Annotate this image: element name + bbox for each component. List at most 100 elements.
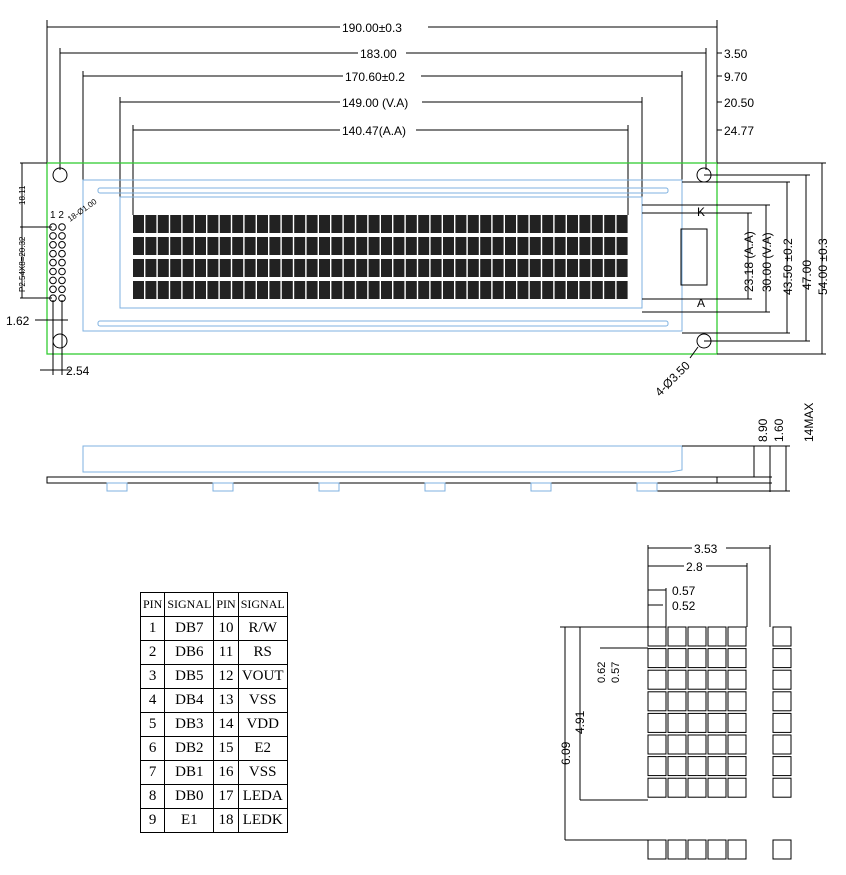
lcd-character (467, 259, 479, 277)
lcd-character (529, 215, 541, 233)
table-cell: 4 (139, 688, 166, 713)
lcd-character (145, 259, 157, 277)
lcd-character (294, 237, 306, 255)
pin-header (49, 223, 66, 303)
lcd-character (517, 281, 529, 299)
table-cell: 17 (213, 784, 239, 809)
lcd-character (244, 237, 256, 255)
pixel-dot (772, 734, 792, 755)
lcd-character (579, 215, 591, 233)
lcd-character (356, 215, 368, 233)
lcd-character (517, 259, 529, 277)
lcd-character (182, 237, 194, 255)
pixel-dot (707, 734, 727, 755)
lcd-character (492, 237, 504, 255)
lcd-character (393, 259, 405, 277)
pixel-dot (687, 712, 707, 733)
offset-9-70: 9.70 (724, 70, 748, 84)
pixel-dot (687, 691, 707, 712)
lcd-character (505, 259, 516, 277)
dim-2-54: 2.54 (66, 364, 90, 378)
lcd-character (244, 259, 256, 277)
lcd-character (269, 237, 281, 255)
header-signal: SIGNAL (164, 592, 215, 617)
pin-hole (49, 232, 57, 240)
pixel-dot (707, 756, 727, 777)
lcd-character (343, 281, 355, 299)
offset-20-50: 20.50 (724, 96, 754, 110)
lcd-character (579, 281, 591, 299)
lcd-character (182, 281, 194, 299)
holes-label: 18-Ø1.00 (66, 197, 99, 224)
lcd-character (480, 215, 492, 233)
lcd-character (591, 215, 603, 233)
table-cell: DB4 (164, 688, 215, 713)
table-cell: DB3 (164, 712, 215, 737)
pin-hole (49, 249, 57, 258)
table-cell: 16 (213, 760, 239, 785)
table-cell: LEDA (237, 784, 288, 809)
table-cell: VDD (237, 712, 288, 737)
pixel-dot (647, 648, 667, 669)
lcd-character (306, 281, 318, 299)
lcd-character (257, 215, 268, 233)
dim-140: 140.47(A.A) (342, 124, 406, 138)
dim-54-00: 54.00 ±0.3 (816, 238, 830, 295)
pixel-dot (687, 756, 707, 777)
lcd-character (505, 215, 516, 233)
lcd-character (157, 237, 169, 255)
pcb-outline (46, 162, 718, 355)
lcd-character (616, 281, 628, 299)
pixel-dot (772, 648, 792, 669)
lcd-character (219, 281, 231, 299)
lcd-character (281, 281, 293, 299)
pixel-dot (667, 626, 687, 647)
lcd-character (219, 259, 231, 277)
table-cell: 11 (213, 640, 239, 665)
pixel-dot (772, 712, 792, 733)
pixel-dot (667, 756, 687, 777)
lcd-character (505, 237, 516, 255)
lcd-character (368, 259, 380, 277)
lcd-character (418, 281, 430, 299)
pixel-dot (707, 691, 727, 712)
pixel-dot (667, 734, 687, 755)
character-detail: 3.53 2.8 0.57 0.52 0.62 0.57 4.91 6.09 (559, 541, 792, 860)
pixel-dot (687, 734, 707, 755)
table-cell: DB2 (164, 736, 215, 761)
table-cell: 1 (139, 616, 166, 641)
lcd-character (567, 281, 578, 299)
lcd-character (257, 237, 268, 255)
bezel-outline (82, 179, 683, 332)
lcd-character (480, 281, 492, 299)
pixel-dot (727, 648, 747, 669)
lcd-character (157, 281, 169, 299)
pin-hole (58, 285, 66, 294)
lcd-character (467, 237, 479, 255)
viewing-area (119, 196, 643, 309)
dim-pitch: P2.54X8=20.32 (18, 236, 27, 292)
lcd-character (133, 281, 144, 299)
lcd-character (529, 237, 541, 255)
lcd-character (492, 215, 504, 233)
lcd-character (405, 259, 417, 277)
pin-hole (58, 249, 66, 258)
table-cell: DB5 (164, 664, 215, 689)
lcd-character (579, 259, 591, 277)
table-cell: 5 (139, 712, 166, 737)
lcd-character (219, 237, 231, 255)
pixel-dot (772, 839, 792, 860)
lcd-character (269, 259, 281, 277)
lcd-character (331, 215, 343, 233)
lcd-character (157, 215, 169, 233)
lcd-character (207, 259, 219, 277)
lcd-character (443, 281, 454, 299)
table-cell: R/W (237, 616, 288, 641)
lcd-character (616, 215, 628, 233)
pin-hole (49, 258, 57, 267)
lcd-character (195, 237, 206, 255)
